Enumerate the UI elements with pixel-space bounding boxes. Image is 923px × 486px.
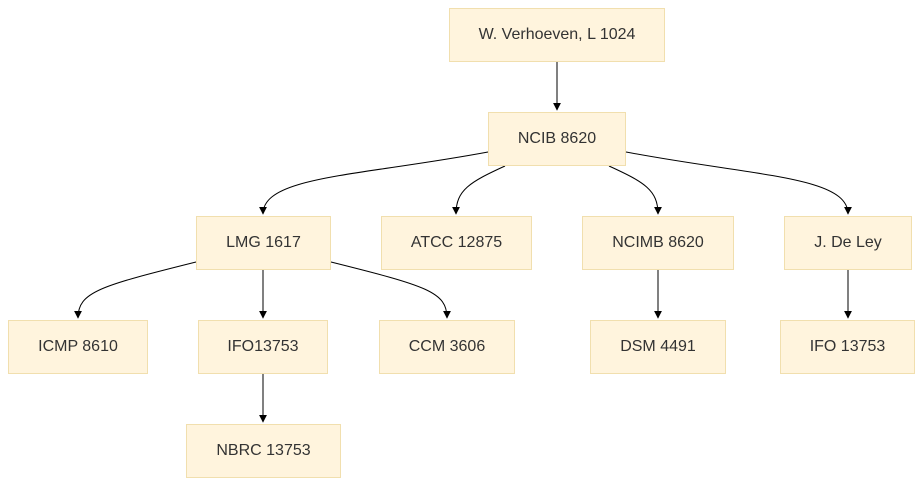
edge-ncib-atcc [452,165,506,215]
node-ncib: NCIB 8620 [488,112,626,166]
edge-lmg-ccm [330,261,451,319]
node-nbrc: NBRC 13753 [186,424,341,478]
node-deley: J. De Ley [784,216,912,270]
node-ncimb-label: NCIMB 8620 [612,234,704,251]
node-deley-label: J. De Ley [814,234,882,251]
node-ncimb: NCIMB 8620 [582,216,734,270]
node-dsm-label: DSM 4491 [620,338,696,355]
node-ifo13753b: IFO 13753 [780,320,915,374]
node-icmp-label: ICMP 8610 [38,338,118,355]
node-ccm-label: CCM 3606 [408,338,486,355]
node-nbrc-label: NBRC 13753 [216,442,311,459]
edge-lmg-icmp [74,261,197,319]
node-atcc-label: ATCC 12875 [410,234,503,251]
node-ncib-label: NCIB 8620 [517,130,597,147]
node-ifo13753b-label: IFO 13753 [809,338,886,355]
node-icmp: ICMP 8610 [8,320,148,374]
node-lmg-label: LMG 1617 [226,234,301,251]
node-dsm: DSM 4491 [590,320,726,374]
node-ccm: CCM 3606 [379,320,515,374]
node-atcc: ATCC 12875 [381,216,532,270]
edge-ncib-lmg [259,151,489,215]
edge-ncib-ncimb [608,165,662,215]
edge-ncib-deley [625,151,852,215]
node-ifo13753a: IFO13753 [198,320,328,374]
node-lmg: LMG 1617 [196,216,331,270]
node-root-label: W. Verhoeven, L 1024 [478,26,636,43]
node-ifo13753a-label: IFO13753 [227,338,299,355]
node-root: W. Verhoeven, L 1024 [449,8,665,62]
